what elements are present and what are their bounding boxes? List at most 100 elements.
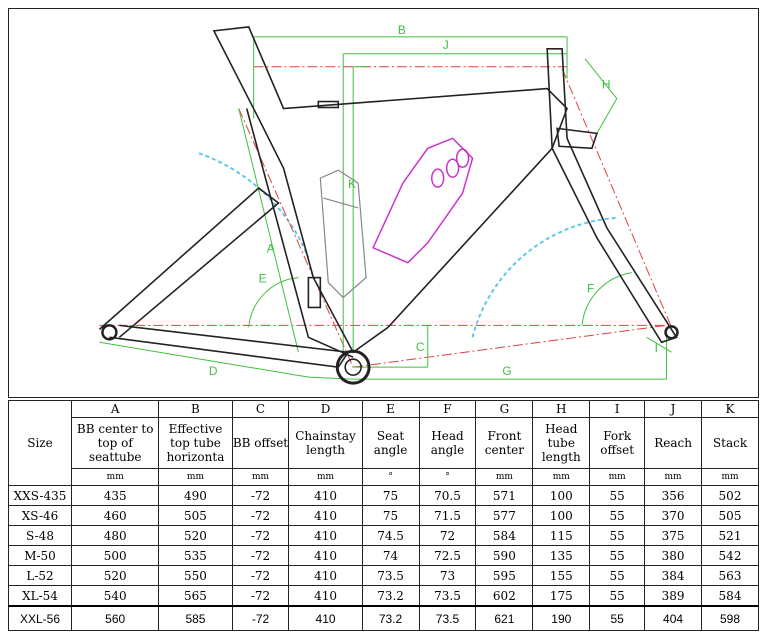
column-unit: mm: [288, 468, 363, 486]
value-cell: 55: [589, 545, 646, 566]
column-name: Chainstay length: [288, 417, 363, 469]
dim-label-B: B: [398, 23, 406, 37]
column-letter: K: [701, 400, 759, 418]
value-cell: 190: [532, 605, 591, 631]
dim-label-J: J: [443, 38, 449, 52]
column-name: BB offset: [231, 417, 290, 469]
value-cell: 410: [288, 585, 363, 607]
dim-label-D: D: [209, 364, 218, 378]
column-letter: F: [418, 400, 477, 418]
column-letter: J: [644, 400, 703, 418]
column-unit: mm: [475, 468, 534, 486]
value-cell: 502: [701, 485, 759, 506]
value-cell: 460: [70, 505, 160, 526]
dim-label-C: C: [416, 340, 425, 354]
value-cell: -72: [231, 605, 290, 631]
column-letter: A: [70, 400, 160, 418]
value-cell: 602: [475, 585, 534, 607]
column-unit: mm: [644, 468, 703, 486]
value-cell: -72: [231, 525, 290, 546]
value-cell: 490: [158, 485, 233, 506]
value-cell: 571: [475, 485, 534, 506]
value-cell: 73: [418, 565, 477, 586]
value-cell: 550: [158, 565, 233, 586]
frame-geometry-drawing: B J H K A E F C D G I: [8, 8, 759, 398]
column-name: BB center to top of seattube: [70, 417, 160, 469]
value-cell: 73.5: [418, 585, 477, 607]
value-cell: 75: [361, 505, 420, 526]
value-cell: 73.5: [361, 565, 420, 586]
value-cell: 72: [418, 525, 477, 546]
front-wheel-arc: [471, 216, 617, 338]
value-cell: 595: [475, 565, 534, 586]
column-unit: mm: [701, 468, 759, 486]
value-cell: 560: [70, 605, 160, 631]
value-cell: 73.5: [418, 605, 477, 631]
value-cell: 505: [701, 505, 759, 526]
value-cell: 410: [288, 525, 363, 546]
value-cell: 410: [288, 545, 363, 566]
size-cell: L-52: [8, 565, 72, 586]
size-header: Size: [8, 400, 72, 486]
frame-geometry-svg: B J H K A E F C D G I: [98, 23, 679, 385]
size-cell: XXS-435: [8, 485, 72, 506]
value-cell: 585: [158, 605, 233, 631]
value-cell: 500: [70, 545, 160, 566]
water-bottle-magenta: [372, 137, 474, 264]
value-cell: 563: [701, 565, 759, 586]
value-cell: 410: [288, 485, 363, 506]
value-cell: 480: [70, 525, 160, 546]
value-cell: 356: [644, 485, 703, 506]
value-cell: 75: [361, 485, 420, 506]
value-cell: 520: [70, 565, 160, 586]
column-letter: H: [532, 400, 591, 418]
value-cell: 74.5: [361, 525, 420, 546]
dim-label-A: A: [267, 242, 275, 256]
value-cell: 115: [532, 525, 591, 546]
value-cell: 577: [475, 505, 534, 526]
column-letter: C: [231, 400, 290, 418]
value-cell: 410: [288, 605, 363, 631]
value-cell: 410: [288, 565, 363, 586]
value-cell: 540: [70, 585, 160, 607]
value-cell: 100: [532, 505, 591, 526]
column-name: Front center: [475, 417, 534, 469]
value-cell: 155: [532, 565, 591, 586]
size-cell: XS-46: [8, 505, 72, 526]
value-cell: 370: [644, 505, 703, 526]
value-cell: 55: [589, 605, 646, 631]
dim-label-H: H: [602, 78, 611, 92]
column-name: Effective top tube horizonta: [158, 417, 233, 469]
column-unit: mm: [532, 468, 591, 486]
value-cell: 135: [532, 545, 591, 566]
value-cell: 384: [644, 565, 703, 586]
column-unit: °: [418, 468, 477, 486]
value-cell: 55: [589, 525, 646, 546]
dimension-lines: [99, 36, 672, 380]
value-cell: 55: [589, 505, 646, 526]
dim-label-G: G: [502, 364, 511, 378]
value-cell: 565: [158, 585, 233, 607]
value-cell: 72.5: [418, 545, 477, 566]
value-cell: -72: [231, 585, 290, 607]
column-name: Seat angle: [361, 417, 420, 469]
dim-label-E: E: [259, 272, 267, 286]
value-cell: 505: [158, 505, 233, 526]
column-name: Head tube length: [532, 417, 591, 469]
column-letter: G: [475, 400, 534, 418]
value-cell: 535: [158, 545, 233, 566]
dim-label-K: K: [348, 177, 356, 191]
column-name: Stack: [701, 417, 759, 469]
column-unit: mm: [589, 468, 646, 486]
value-cell: 100: [532, 485, 591, 506]
bike-frame: [98, 26, 679, 385]
value-cell: 380: [644, 545, 703, 566]
column-unit: mm: [158, 468, 233, 486]
